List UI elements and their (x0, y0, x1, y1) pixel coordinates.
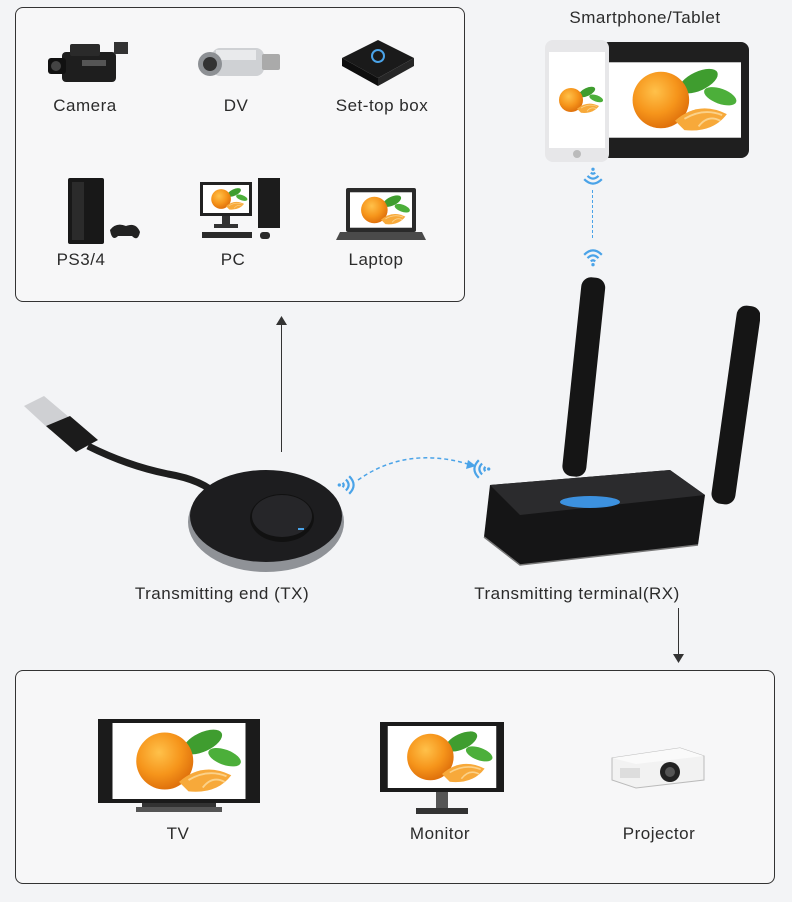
ps-label: PS3/4 (56, 250, 106, 269)
camera-label: Camera (53, 96, 117, 115)
pc-label: PC (220, 250, 246, 269)
wifi-icon (582, 166, 604, 188)
smartphone-tablet-label: Smartphone/Tablet (569, 8, 721, 27)
monitor-icon (380, 722, 504, 816)
set-top-box-label: Set-top box (335, 96, 429, 115)
wifi-icon (336, 474, 358, 496)
ps-icon (66, 176, 142, 246)
dv-label: DV (223, 96, 249, 115)
camera-icon (48, 38, 130, 88)
pc-icon (200, 176, 282, 242)
tv-icon (98, 719, 260, 813)
arrow-icon (678, 608, 679, 658)
arrow-icon (357, 457, 476, 481)
dv-icon (196, 40, 282, 86)
laptop-label: Laptop (348, 250, 404, 269)
arrow-icon (673, 654, 684, 663)
monitor-label: Monitor (409, 824, 471, 843)
rx-receiver-icon (480, 275, 760, 580)
arrow-icon (276, 316, 287, 325)
laptop-icon (336, 186, 426, 242)
set-top-box-icon (338, 36, 418, 88)
arrow-icon (281, 322, 282, 452)
projector-label: Projector (622, 824, 696, 843)
smartphone-tablet-icon (545, 40, 751, 162)
wifi-icon (582, 246, 604, 268)
arrow-icon (592, 190, 593, 238)
tx-label: Transmitting end (TX) (134, 584, 310, 603)
projector-icon (610, 742, 706, 790)
tv-label: TV (166, 824, 190, 843)
rx-label: Transmitting terminal(RX) (474, 584, 680, 603)
tx-dongle-icon (18, 396, 358, 576)
